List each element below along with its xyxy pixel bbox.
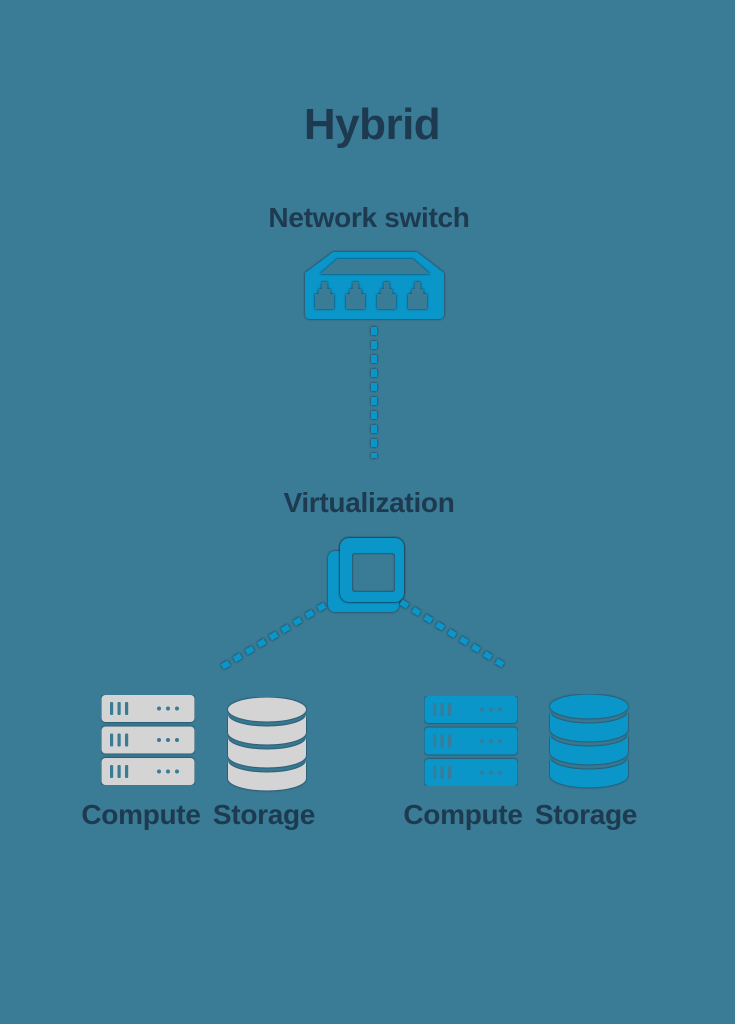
compute-server-icon-left [102, 695, 195, 785]
virtualization-label: Virtualization [283, 487, 455, 518]
switch-top-face [320, 259, 430, 274]
virtualization-to-left-group-connector [220, 602, 327, 670]
storage-database-icon-right [550, 695, 628, 788]
storage-label-right: Storage [534, 799, 638, 830]
compute-label-right: Compute [403, 799, 523, 830]
switch-ports [315, 282, 427, 309]
storage-database-icon-left [228, 698, 306, 791]
virtualization-icon [328, 538, 404, 612]
virtualization-to-right-group-connector [399, 599, 510, 671]
compute-server-icon-right [425, 696, 518, 786]
network-switch-label: Network switch [268, 202, 470, 233]
page-title: Hybrid [303, 100, 441, 149]
network-switch-icon [305, 252, 444, 319]
virtualization-front-layer [340, 538, 404, 602]
storage-label-left: Storage [212, 799, 316, 830]
compute-label-left: Compute [81, 799, 201, 830]
